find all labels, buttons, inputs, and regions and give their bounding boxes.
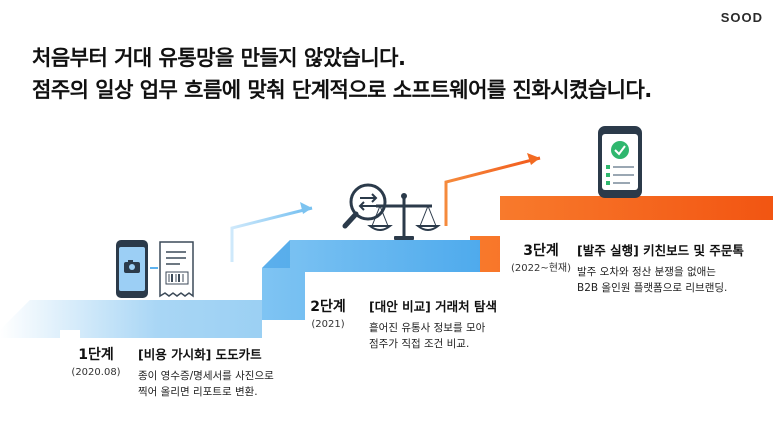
headline-line-1: 처음부터 거대 유통망을 만들지 않았습니다. <box>32 46 406 70</box>
brand-logo: SOOD <box>720 10 763 25</box>
headline-line-2: 점주의 일상 업무 흐름에 맞춰 단계적으로 소프트웨어를 진화시켰습니다. <box>32 78 652 102</box>
step-3-name: 3단계 <box>523 243 559 259</box>
step-2-title: [대안 비교] 거래처 탐색 <box>369 299 497 314</box>
step-2-date: (2021) <box>311 319 345 330</box>
step-2-description: [대안 비교] 거래처 탐색 흩어진 유통사 정보를 모아 점주가 직접 조건 … <box>369 298 497 352</box>
step-2-body-line-1: 흩어진 유통사 정보를 모아 <box>369 322 486 334</box>
step-3-description: [발주 실행] 키친보드 및 주문톡 발주 오차와 정산 분쟁을 없애는 B2B… <box>577 242 744 296</box>
step-1-description: [비용 가시화] 도도카트 종이 영수증/명세서를 사진으로 찍어 올리면 리포… <box>138 346 274 400</box>
arrow-step2-to-step3 <box>444 156 541 226</box>
step-3-body-line-2: B2B 올인원 플랫폼으로 리브랜딩. <box>577 282 728 294</box>
step-1-date: (2020.08) <box>71 367 121 378</box>
step-1-body-line-1: 종이 영수증/명세서를 사진으로 <box>138 370 274 382</box>
step-3-title: [발주 실행] 키친보드 및 주문톡 <box>577 243 744 258</box>
step-1-name: 1단계 <box>78 347 114 363</box>
arrow-step1-to-step2 <box>230 206 313 262</box>
step-2-label: 2단계 (2021) <box>300 298 356 332</box>
magnifier-compare-icon <box>342 183 387 229</box>
step-1-title: [비용 가시화] 도도카트 <box>138 347 262 362</box>
step-1-label: 1단계 (2020.08) <box>66 346 126 380</box>
step-1-body-line-2: 찍어 올리면 리포트로 변환. <box>138 386 258 398</box>
step-3-label: 3단계 (2022~현재) <box>506 242 576 276</box>
balance-scale-icon <box>367 193 441 240</box>
step-3-body-line-1: 발주 오차와 정산 분쟁을 없애는 <box>577 266 716 278</box>
step-2-body-line-2: 점주가 직접 조건 비교. <box>369 338 470 350</box>
headline: 처음부터 거대 유통망을 만들지 않았습니다. 점주의 일상 업무 흐름에 맞춰… <box>32 42 652 106</box>
receipt-icon <box>159 241 194 298</box>
step-3-date: (2022~현재) <box>510 263 572 274</box>
phone-checklist-icon <box>598 126 642 198</box>
step-2-name: 2단계 <box>310 299 346 315</box>
phone-camera-icon <box>116 240 148 298</box>
